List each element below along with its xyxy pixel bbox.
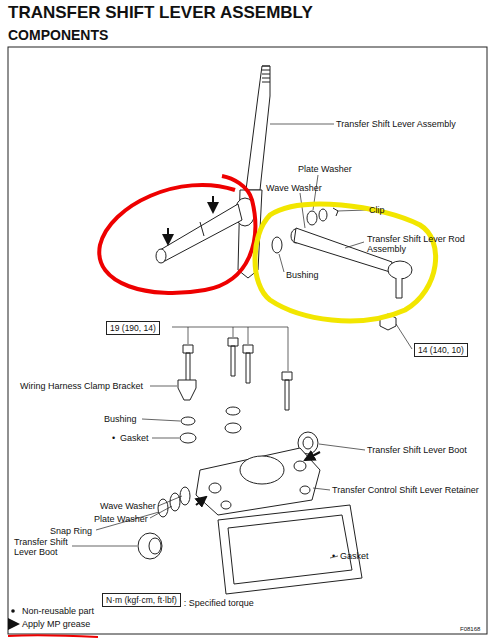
part-label: Snap Ring bbox=[50, 526, 92, 536]
part-label: Transfer Control Shift Lever Retainer bbox=[332, 485, 479, 495]
part-label: COMPONENTS bbox=[8, 27, 108, 43]
torque-box: 19 (190, 14) bbox=[106, 321, 160, 335]
part-label: Wave Washer bbox=[100, 501, 156, 511]
part-label: • bbox=[332, 551, 335, 561]
part-label: : Specified torque bbox=[184, 598, 254, 608]
part-label: Gasket bbox=[340, 551, 369, 561]
part-label: Transfer Shift Lever Assembly bbox=[336, 119, 456, 129]
arrow-mark bbox=[9, 623, 18, 625]
part-label: Wiring Harness Clamp Bracket bbox=[20, 381, 143, 391]
part-label: Plate Washer bbox=[94, 514, 148, 524]
torque-value: 14 (140, 10) bbox=[418, 345, 464, 355]
bullet-mark bbox=[11, 609, 15, 613]
torque-box: N·m (kgf·cm, ft·lbf) bbox=[102, 593, 181, 607]
part-label: • bbox=[112, 433, 115, 443]
legend-text: Apply MP grease bbox=[22, 619, 90, 629]
part-label: F08168 bbox=[460, 626, 480, 633]
part-label: Bushing bbox=[286, 270, 319, 280]
part-label: Clip bbox=[369, 205, 385, 215]
part-label: Gasket bbox=[120, 433, 149, 443]
torque-value: 19 (190, 14) bbox=[110, 323, 156, 333]
title: TRANSFER SHIFT LEVER ASSEMBLY bbox=[8, 3, 313, 22]
part-label: Transfer Shift Lever Rod Assembly bbox=[367, 234, 489, 254]
part-label: Wave Washer bbox=[266, 183, 322, 193]
part-label: Transfer Shift Lever Boot bbox=[14, 537, 76, 557]
torque-value: N·m (kgf·cm, ft·lbf) bbox=[106, 595, 177, 605]
part-label: Bushing bbox=[104, 414, 137, 424]
part-label: Plate Washer bbox=[298, 164, 352, 174]
part-label: Transfer Shift Lever Boot bbox=[367, 445, 467, 455]
legend-text: Non-reusable part bbox=[22, 606, 94, 616]
torque-box: 14 (140, 10) bbox=[414, 343, 468, 357]
